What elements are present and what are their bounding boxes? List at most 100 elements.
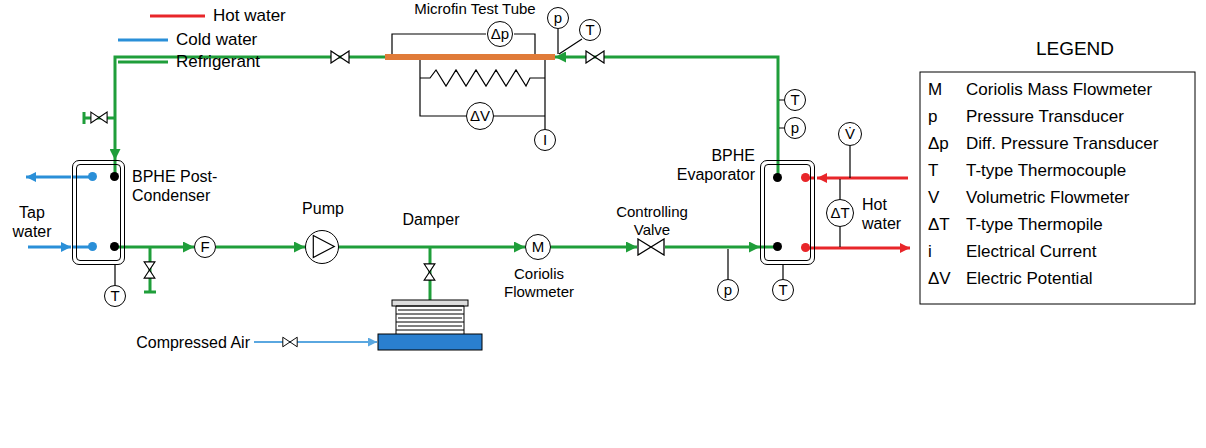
instrument-symbol: ΔT (830, 204, 849, 222)
node-label: Microfin Test Tube (390, 0, 560, 18)
port-dot (88, 172, 97, 181)
instrument-circle: T (772, 279, 794, 301)
instrument-symbol: p (724, 281, 732, 299)
legend-symbol: p (928, 107, 964, 127)
instrument-lead (115, 249, 783, 285)
pump-icon (306, 231, 337, 262)
control-valve: Controlling Valve (637, 238, 665, 256)
pump-symbol: Pump (305, 230, 339, 264)
instrument-circle: ΔV (466, 102, 494, 130)
instrument-symbol: p (791, 119, 799, 137)
vent-pipe (84, 112, 115, 124)
damper-plate (392, 300, 468, 306)
legend-entry: Pressure Transducer (966, 107, 1192, 127)
flow-label: Tap water (6, 203, 58, 241)
port-dot (88, 242, 97, 251)
damper-bellows (396, 306, 464, 334)
legend-symbol: T (928, 161, 964, 181)
legend-text: Pressure Transducer (966, 107, 1124, 126)
legend-entry: Electric Potential (966, 269, 1192, 289)
damper-valve (424, 264, 435, 280)
instrument-symbol: T (585, 21, 594, 39)
heater-wire (420, 60, 545, 129)
legend-entry: Volumetric Flowmeter (966, 188, 1192, 208)
heat-exchanger: BPHE Post-Condenser (72, 160, 125, 265)
air-line (254, 341, 377, 343)
legend-text: Refrigerant (176, 52, 260, 71)
legend-line (118, 39, 168, 42)
port-dot (773, 173, 782, 182)
port-dot (110, 242, 119, 251)
refrigerant-pipe (555, 57, 778, 160)
drain-valve (144, 262, 155, 278)
hot-water-in (817, 177, 908, 180)
port-dot (801, 243, 810, 252)
legend-text: Electrical Current (966, 242, 1096, 261)
legend-entry: T-type Thermocouple (966, 161, 1192, 181)
cold-water-out (26, 176, 71, 179)
refrigerant-pipe (115, 57, 385, 160)
refrigerant-pipe (339, 246, 525, 249)
legend-text: Volumetric Flowmeter (966, 188, 1129, 207)
shutoff-valve (586, 51, 604, 63)
instrument-circle: T (579, 19, 601, 41)
legend-entry: T-type Thermopile (966, 215, 1192, 235)
valve-icon (637, 238, 665, 256)
legend-symbol: Δp (928, 134, 964, 154)
node-label: Pump (293, 199, 353, 218)
legend-text: Electric Potential (966, 269, 1093, 288)
instrument-symbol: T (790, 91, 799, 109)
node-label: Controlling Valve (607, 203, 697, 239)
legend-text: Diff. Pressure Transducer (966, 134, 1158, 153)
refrigerant-pipe (551, 246, 637, 249)
legend-entry: Electrical Current (966, 242, 1192, 262)
instrument-symbol: ΔV (470, 107, 490, 125)
instrument-circle: F (194, 236, 216, 258)
legend-symbol: ΔT (928, 215, 964, 235)
instrument-symbol: p (554, 9, 562, 27)
legend-entry: Diff. Pressure Transducer (966, 134, 1192, 154)
resistor-symbol (420, 70, 545, 86)
drain-pipe (144, 248, 156, 292)
port-dot (801, 173, 810, 182)
legend-symbol: V (928, 188, 964, 208)
legend-text: Coriolis Mass Flowmeter (966, 80, 1152, 99)
part-label: Damper (398, 210, 464, 229)
instrument-symbol: Δp (491, 25, 509, 43)
node-label: Coriolis Flowmeter (494, 265, 584, 301)
instrument-circle: V̇ (838, 122, 862, 146)
instrument-circle: I (534, 129, 556, 151)
instrument-symbol: M (532, 238, 545, 256)
legend-entry: Hot water (213, 6, 343, 26)
port-dot (773, 242, 782, 251)
pump-impeller (313, 236, 334, 258)
legend-text: T-type Thermocouple (966, 161, 1126, 180)
instrument-circle: p (784, 117, 806, 139)
test-tube: Microfin Test Tube (385, 54, 555, 60)
instrument-circle: p (547, 7, 569, 29)
flow-label: Hot water (862, 195, 912, 233)
legend-text: T-type Thermopile (966, 215, 1103, 234)
refrigerant-pipe (216, 246, 305, 249)
legend-symbol: M (928, 80, 964, 100)
cold-water-in (28, 246, 71, 249)
valve-body (638, 239, 664, 255)
node-label: BPHE Post-Condenser (132, 167, 224, 205)
legend-text: Cold water (176, 30, 257, 49)
legend-frame (920, 72, 1195, 304)
instrument-circle: T (104, 285, 126, 307)
instrument-circle: ΔT (826, 199, 854, 227)
vent-valve (91, 112, 107, 123)
node-label: BPHE Evaporator (663, 146, 755, 184)
instrument-circle: Δp (487, 21, 513, 47)
legend-entry: Refrigerant (176, 52, 306, 72)
port-dot (110, 172, 119, 181)
instrument-circle: p (717, 279, 739, 301)
legend-heading: LEGEND (1000, 38, 1150, 61)
instrument-symbol: T (778, 281, 787, 299)
instrument-symbol: T (110, 287, 119, 305)
flow-label: Compressed Air (126, 333, 250, 352)
refrigerant-pipe (665, 246, 760, 249)
air-valve (283, 337, 297, 347)
